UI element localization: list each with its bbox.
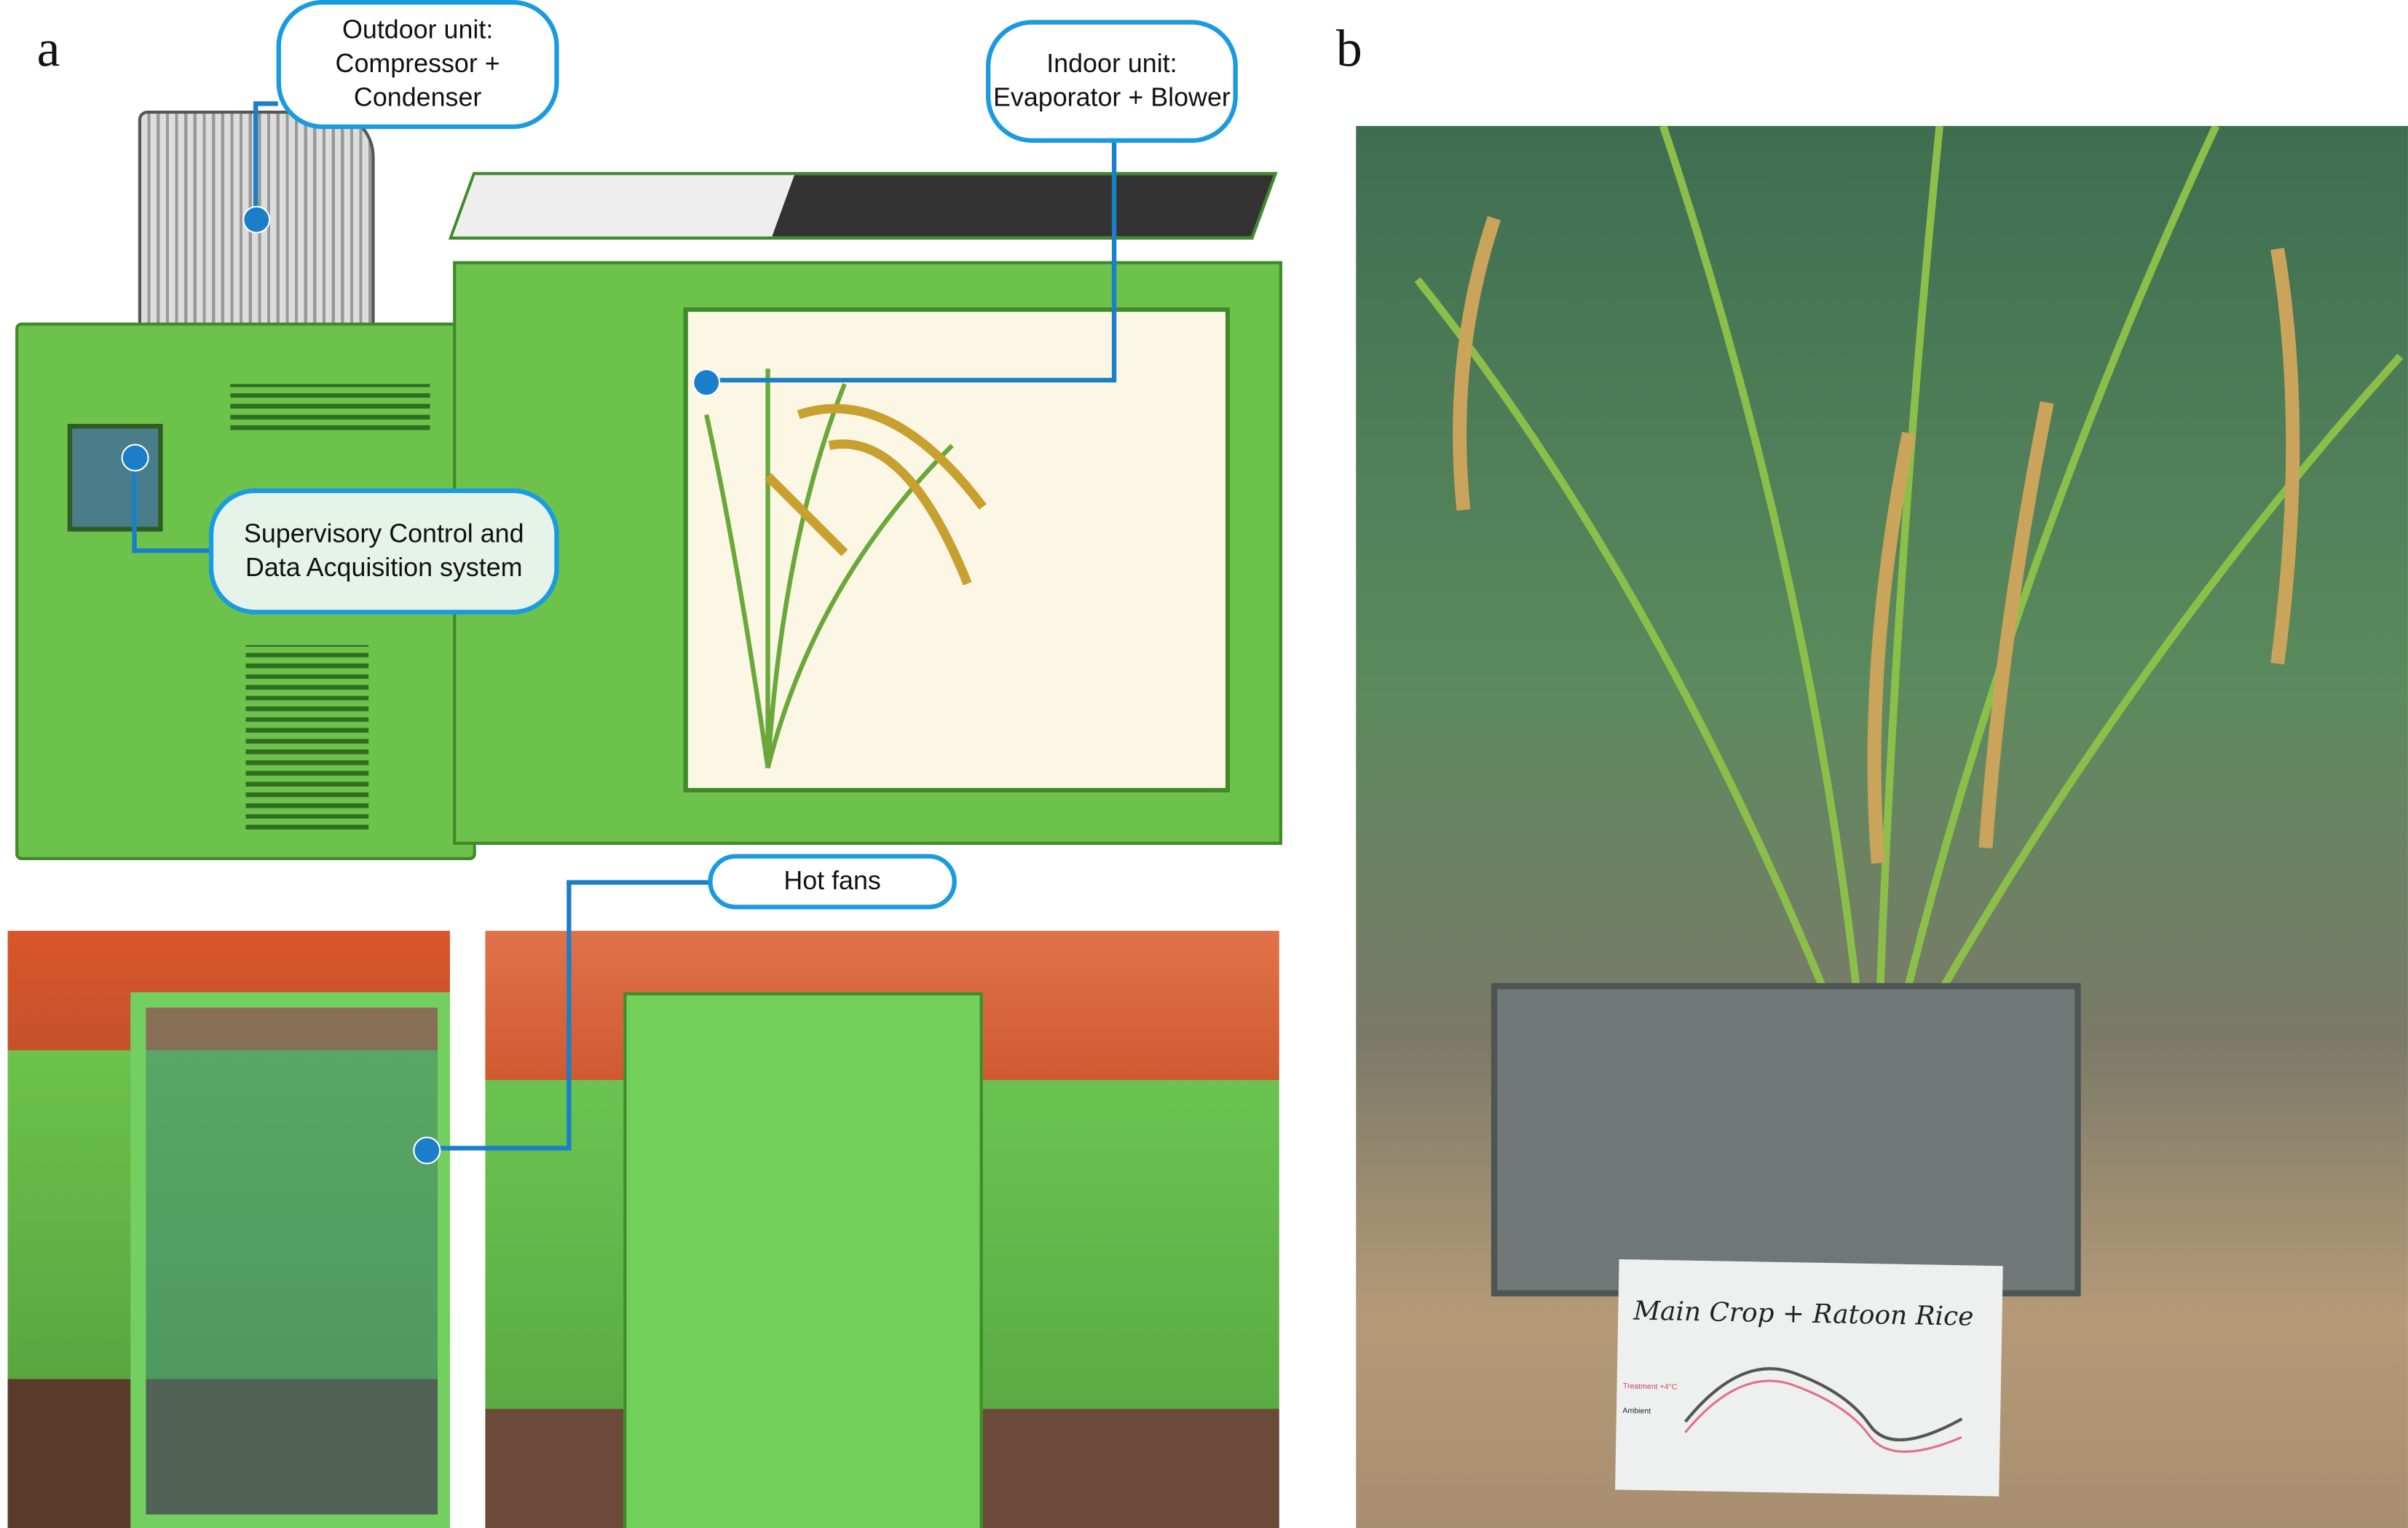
callout-text: Supervisory Control and Data Acquisition… [243,519,524,583]
sign-temperature-curves [1683,1367,1963,1453]
leader-line [132,548,213,554]
leader-line [132,457,137,554]
callout-hot-fans: Hot fans [708,854,957,910]
callout-scada: Supervisory Control and Data Acquisition… [208,488,559,615]
rice-plant-illustration [704,369,987,769]
photo-rice-plant: Main Crop + Ratoon Rice Treatment +4°C A… [1356,125,2408,1528]
vent [230,384,430,430]
sign-ambient-label: Ambient [1622,1406,1651,1417]
callout-outdoor-unit: Outdoor unit: Compressor + Condenser [276,0,559,130]
scada-marker [121,444,149,472]
callout-indoor-unit: Indoor unit: Evaporator + Blower [985,20,1238,143]
handwritten-sign: Main Crop + Ratoon Rice Treatment +4°C A… [1615,1259,2003,1497]
scada-screen [67,424,163,532]
panel-b-label: b [1335,21,1362,79]
leader-line [1111,141,1117,383]
leader-line [706,377,1116,383]
photo-chambers-side [7,931,450,1528]
outdoor-unit-marker [242,205,271,234]
indoor-unit-marker [692,369,721,397]
sign-treatment-label: Treatment +4°C [1622,1382,1678,1393]
rice-stalks [1414,125,2404,1296]
leader-line [427,1146,572,1151]
callout-text: Indoor unit: Evaporator + Blower [992,49,1231,112]
leader-line [253,101,278,106]
vent [245,645,369,830]
sign-title: Main Crop + Ratoon Rice [1633,1296,1974,1334]
leader-line [253,104,258,218]
roof-panel [448,172,1278,240]
photo-chambers-row [485,931,1279,1528]
leader-line [567,880,572,1151]
chamber-illustration [0,92,1290,891]
callout-text: Hot fans [783,866,881,896]
hot-fans-marker [413,1136,441,1165]
callout-text: Outdoor unit: Compressor + Condenser [335,15,500,112]
leader-line [567,880,711,885]
panel-a-label: a [36,21,60,79]
